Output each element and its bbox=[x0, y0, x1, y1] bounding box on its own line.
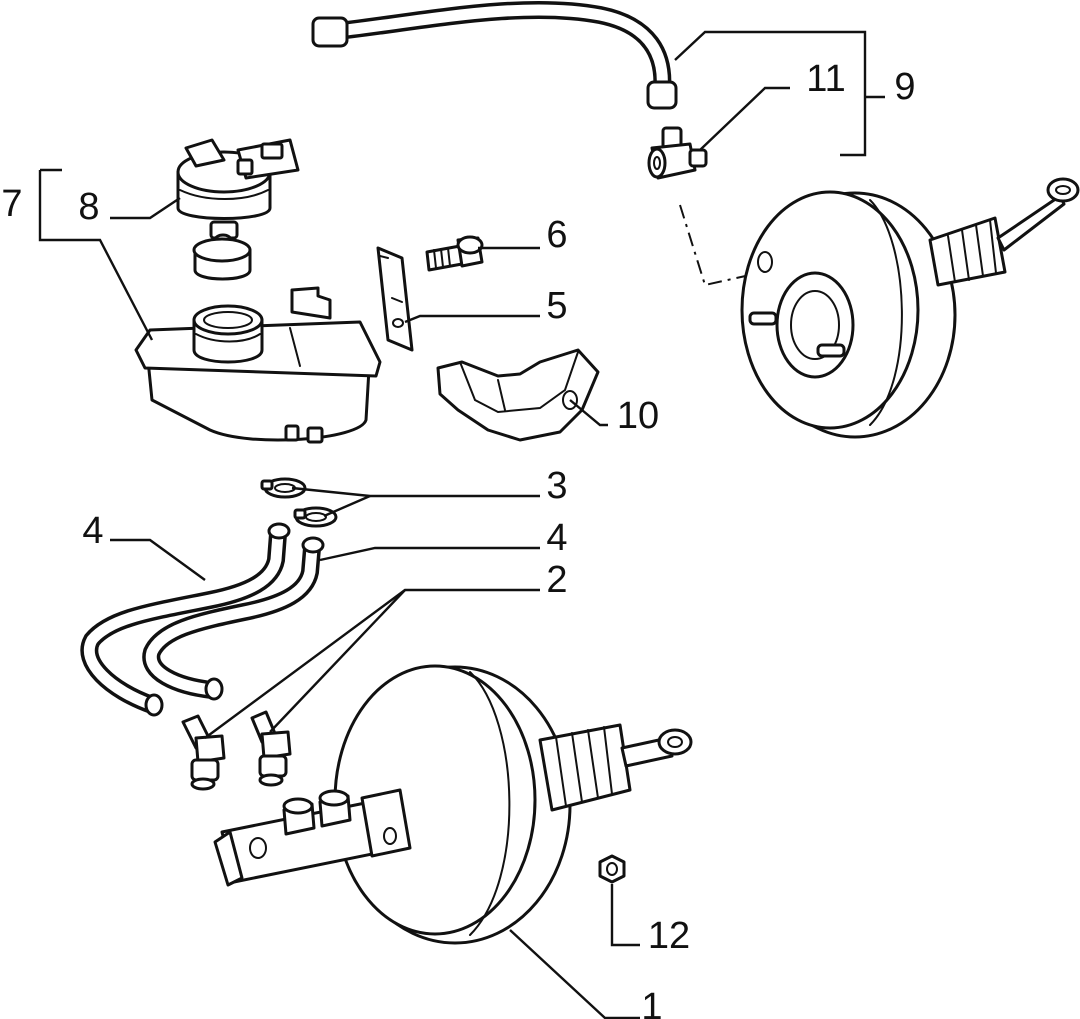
bolt bbox=[425, 235, 484, 272]
callout-12: 12 bbox=[648, 915, 690, 957]
vacuum-fitting bbox=[647, 126, 708, 180]
nut bbox=[598, 854, 626, 884]
brake-booster-upper bbox=[740, 177, 1080, 439]
callout-5: 5 bbox=[546, 285, 567, 327]
master-cylinder bbox=[213, 788, 412, 887]
callout-3: 3 bbox=[546, 465, 567, 507]
reservoir-cap-sensor bbox=[176, 138, 300, 281]
callout-4-right: 4 bbox=[546, 517, 567, 559]
fluid-hoses bbox=[80, 522, 325, 717]
callout-4-left: 4 bbox=[82, 510, 103, 552]
hose-clamps bbox=[260, 477, 338, 528]
callout-9: 9 bbox=[894, 66, 915, 108]
callout-11: 11 bbox=[806, 58, 845, 100]
mounting-bracket bbox=[436, 348, 600, 442]
callout-7: 7 bbox=[1, 183, 22, 225]
bracket-plate bbox=[376, 246, 414, 352]
leader-lines bbox=[38, 30, 885, 1019]
callout-6: 6 bbox=[546, 214, 567, 256]
brake-booster-lower bbox=[333, 664, 693, 945]
hose-fittings bbox=[181, 710, 292, 791]
callout-1: 1 bbox=[641, 986, 662, 1019]
callout-10: 10 bbox=[617, 395, 659, 437]
vacuum-hose bbox=[311, 0, 678, 110]
callout-2: 2 bbox=[546, 559, 567, 601]
assembly-dash-line bbox=[679, 204, 751, 287]
fluid-reservoir bbox=[134, 286, 382, 444]
callout-8: 8 bbox=[78, 186, 99, 228]
